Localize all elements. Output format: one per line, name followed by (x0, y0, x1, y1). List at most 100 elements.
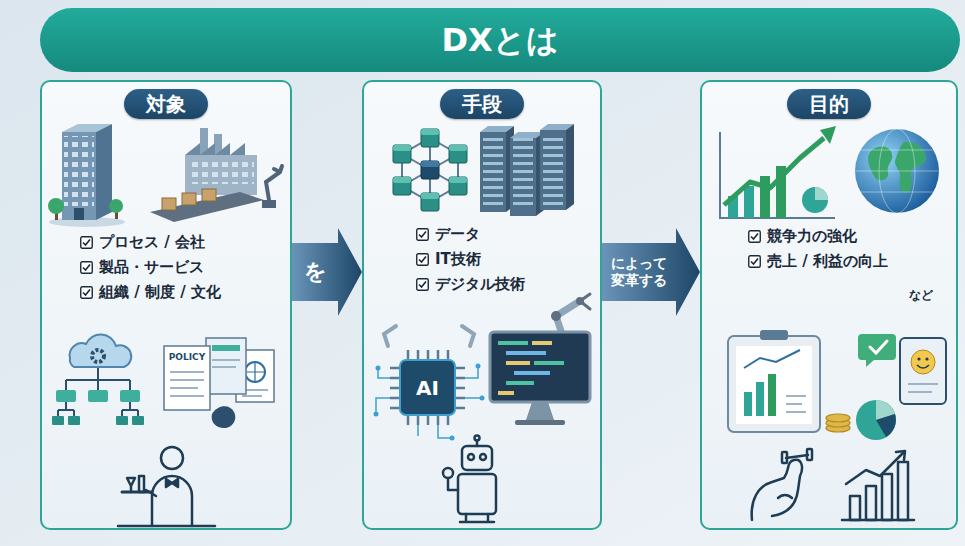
cloud-hierarchy-icon-part (92, 350, 104, 362)
code-monitor-icon-part (526, 402, 554, 420)
checkbox-symbol (80, 286, 93, 299)
checkbox-frame (417, 254, 429, 266)
checkbox-symbol (416, 278, 429, 291)
cloud-hierarchy-icon-part (52, 416, 64, 425)
ai-chip-icon (374, 326, 485, 441)
blockchain-icon-part (421, 161, 439, 179)
checklist: 競争力の強化売上 / 利益の向上 (748, 224, 888, 274)
clipboard-report-icon-part (728, 336, 820, 432)
robot-icon-part (468, 454, 474, 460)
factory-icon-part (182, 193, 196, 205)
checklist: データIT技術デジタル技術 (416, 222, 525, 297)
tablet-smiley-icon-part (917, 365, 929, 368)
cloud-hierarchy-icon-part (116, 416, 128, 425)
checklist-item: 競争力の強化 (767, 227, 857, 246)
panel-fills-part (40, 80, 292, 530)
checklist: プロセス / 会社製品・サービス組織 / 制度 / 文化 (80, 230, 221, 305)
arrow-label: を (304, 258, 327, 286)
blockchain-icon-part (393, 145, 411, 151)
chip-label: AI (416, 376, 439, 400)
checklist-row: 製品・サービス (80, 255, 221, 280)
checklist-item: プロセス / 会社 (99, 233, 205, 252)
blockchain-icon-part (393, 177, 411, 195)
rising-bars-icon (842, 451, 914, 520)
blockchain-icon-part (421, 129, 439, 135)
tablet-smiley-icon-part (900, 338, 946, 404)
server-racks-icon-part (480, 136, 566, 208)
robot-icon-part (443, 468, 453, 478)
pie-chart-icon-part (876, 414, 896, 437)
checkbox-frame (81, 262, 93, 274)
robot-arm-icon-part (551, 311, 561, 321)
blockchain-icon-part (421, 193, 439, 211)
cloud-hierarchy-icon-part (132, 416, 144, 425)
clipboard-report-icon-part (768, 374, 776, 416)
waiter-icon-part (166, 479, 178, 487)
strength-arm-icon-part (782, 452, 787, 463)
arrow-label: によって 変革する (605, 255, 673, 290)
waiter-icon-part (152, 476, 192, 526)
clipboard-report-icon-part (744, 350, 800, 368)
robot-arm-icon-part (580, 294, 590, 309)
factory-icon-part (162, 198, 176, 210)
checkbox-symbol (80, 236, 93, 249)
policy-documents-icon-part (245, 362, 265, 382)
office-building-icon-part (48, 198, 64, 214)
note-text: など (909, 287, 933, 304)
office-building-icon (48, 124, 125, 227)
waiter-icon (118, 447, 215, 526)
code-monitor-icon-part (506, 381, 534, 385)
content-panel: 目的競争力の強化売上 / 利益の向上など (700, 80, 958, 530)
checklist-item: 製品・サービス (99, 258, 204, 277)
ai-chip-icon-part (384, 326, 474, 346)
checklist-row: 組織 / 制度 / 文化 (80, 280, 221, 305)
globe-icon-part (855, 129, 939, 213)
block-arrow (292, 228, 362, 316)
clipboard-report-icon-part (756, 382, 764, 416)
checkbox-symbol (416, 228, 429, 241)
strength-arm-icon-part (752, 460, 802, 520)
clipboard-report-icon (728, 330, 820, 432)
code-monitor-icon-part (498, 341, 528, 345)
cloud-hierarchy-icon-part (56, 390, 76, 402)
document-title: POLICY (169, 352, 205, 362)
blockchain-icon-part (421, 161, 439, 167)
code-monitor-icon-part (498, 391, 514, 395)
strength-arm-icon-part (786, 455, 808, 458)
blockchain-icon-part (449, 145, 467, 163)
coins-icon-part (826, 414, 850, 422)
office-building-icon-part (109, 199, 123, 213)
ai-chip-icon-part (476, 364, 481, 369)
blockchain-icon-part (449, 177, 467, 183)
checklist-item: 組織 / 制度 / 文化 (99, 283, 221, 302)
factory-icon-part (266, 166, 282, 200)
code-monitor-icon (490, 332, 590, 425)
clipboard-report-icon-part (736, 346, 812, 424)
checklist-item: IT技術 (435, 250, 481, 269)
policy-documents-icon-part (212, 406, 236, 428)
ai-chip-icon-part (374, 412, 379, 417)
globe-icon-part (895, 142, 926, 193)
blockchain-icon-part (449, 177, 467, 195)
growth-chart-icon-part (760, 176, 770, 218)
checkbox-frame (749, 231, 761, 243)
policy-documents-icon-part (212, 345, 240, 351)
rising-bars-icon-part (842, 519, 914, 522)
rising-bars-icon-part (896, 451, 905, 460)
rising-bars-icon-part (846, 452, 904, 484)
code-monitor-icon-part (506, 361, 530, 365)
factory-icon-part (185, 143, 257, 155)
panel-fills (40, 80, 958, 530)
growth-chart-icon-part (820, 126, 836, 144)
tablet-smiley-icon (900, 338, 946, 404)
panel-fills-part (362, 80, 602, 530)
policy-documents-icon-part (245, 362, 265, 382)
ai-chip-icon-part (376, 366, 381, 371)
code-monitor-icon-part (506, 351, 546, 355)
clipboard-report-icon-part (786, 396, 806, 412)
blockchain-icon-part (421, 129, 439, 147)
panel-heading: 手段 (440, 89, 524, 119)
globe-icon-part (868, 147, 892, 181)
title-band (40, 8, 960, 72)
checkbox-frame (81, 237, 93, 249)
